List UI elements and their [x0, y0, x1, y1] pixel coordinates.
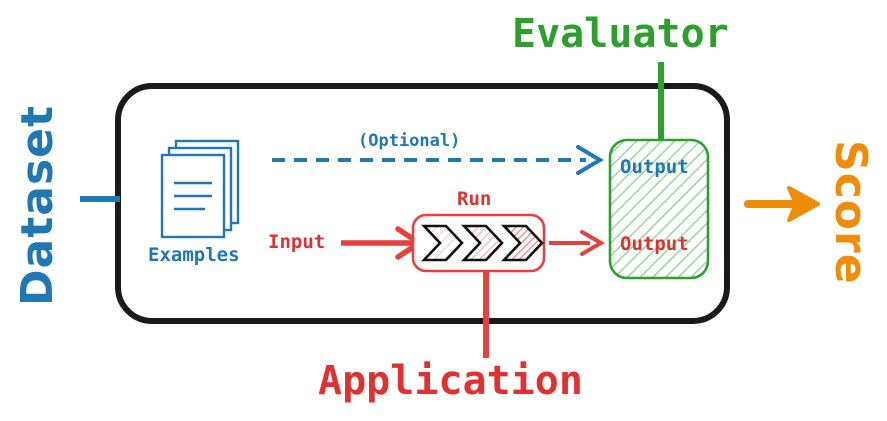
chevron-3	[500, 224, 544, 262]
run-to-output-edge	[549, 230, 605, 256]
examples-label: Examples	[148, 244, 240, 266]
optional-edge-label: (Optional)	[358, 131, 461, 151]
optional-edge	[272, 145, 604, 175]
score-edge	[744, 186, 820, 222]
run-box	[411, 213, 546, 273]
outer-frame	[115, 83, 730, 324]
stacked-documents-icon	[160, 139, 240, 239]
input-edge-label: Input	[268, 231, 326, 253]
chevron-1	[420, 224, 464, 262]
caption-application: Application	[318, 358, 583, 404]
output-label-run: Output	[620, 233, 689, 255]
output-label-examples: Output	[620, 156, 689, 178]
chevron-2	[460, 224, 504, 262]
caption-score: Score	[825, 140, 876, 285]
input-edge	[341, 226, 424, 260]
output-box	[608, 138, 710, 280]
caption-dataset: Dataset	[12, 104, 63, 306]
caption-evaluator: Evaluator	[512, 11, 729, 57]
run-label: Run	[457, 188, 492, 210]
